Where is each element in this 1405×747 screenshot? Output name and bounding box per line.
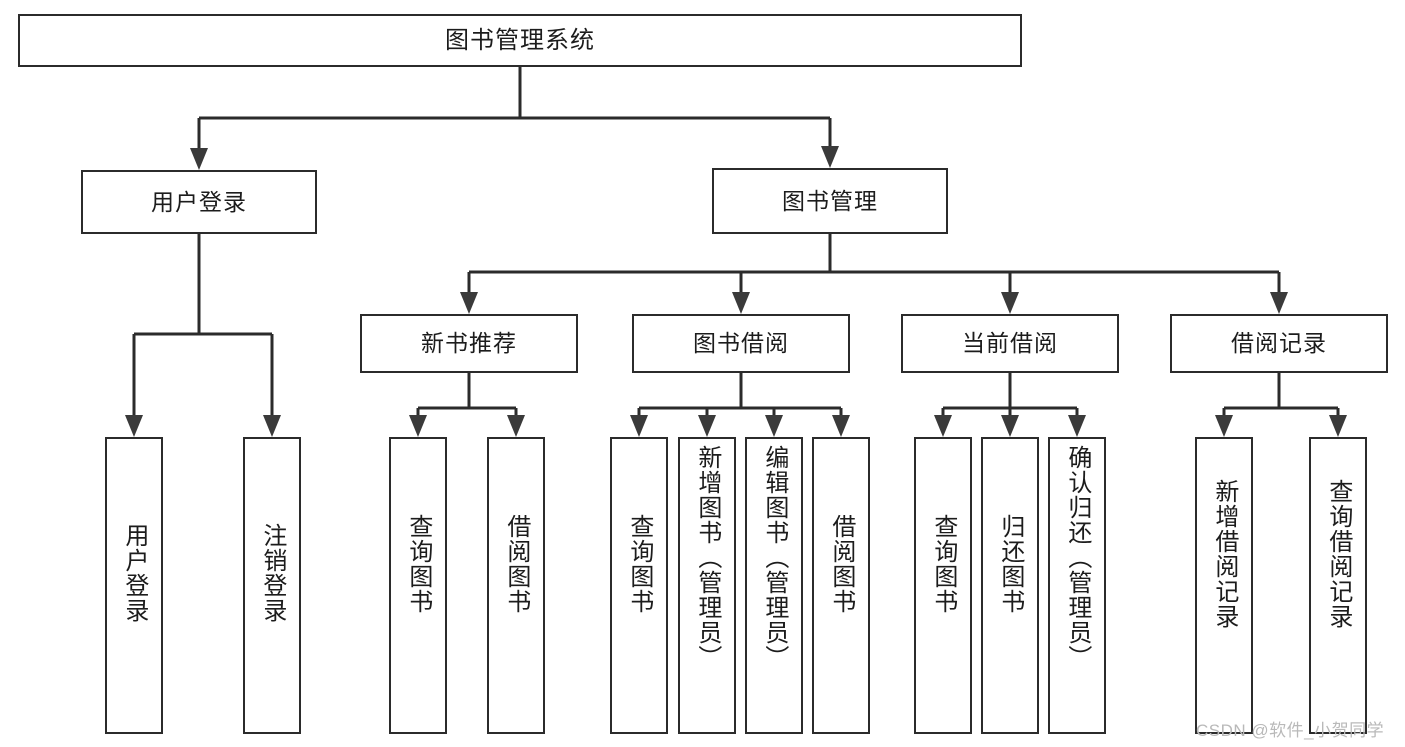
leaf-confirm-return-admin-label: 确认归还（管理员） — [1063, 445, 1091, 670]
leaf-query-book-3[interactable]: 查询图书 — [914, 437, 972, 734]
leaf-add-book-admin[interactable]: 新增图书（管理员） — [678, 437, 736, 734]
node-new-book-recommend-label: 新书推荐 — [421, 330, 517, 356]
leaf-return-book-label: 归还图书 — [996, 514, 1024, 614]
node-book-borrow-label: 图书借阅 — [693, 330, 789, 356]
leaf-logout-label: 注销登录 — [258, 523, 286, 623]
leaf-edit-book-admin[interactable]: 编辑图书（管理员） — [745, 437, 803, 734]
leaf-add-book-admin-label: 新增图书（管理员） — [693, 445, 721, 670]
node-borrow-records-label: 借阅记录 — [1231, 330, 1327, 356]
leaf-borrow-book-1[interactable]: 借阅图书 — [487, 437, 545, 734]
node-user-login[interactable]: 用户登录 — [81, 170, 317, 234]
leaf-query-book-2[interactable]: 查询图书 — [610, 437, 668, 734]
leaf-query-borrow-record-label: 查询借阅记录 — [1324, 479, 1352, 629]
node-root-label: 图书管理系统 — [445, 26, 595, 54]
leaf-return-book[interactable]: 归还图书 — [981, 437, 1039, 734]
node-root[interactable]: 图书管理系统 — [18, 14, 1022, 67]
leaf-query-book-2-label: 查询图书 — [625, 514, 653, 614]
leaf-user-login-label: 用户登录 — [120, 523, 148, 623]
leaf-borrow-book-1-label: 借阅图书 — [502, 514, 530, 614]
node-book-management-label: 图书管理 — [782, 187, 878, 214]
node-new-book-recommend[interactable]: 新书推荐 — [360, 314, 578, 373]
leaf-borrow-book-2[interactable]: 借阅图书 — [812, 437, 870, 734]
leaf-query-borrow-record[interactable]: 查询借阅记录 — [1309, 437, 1367, 734]
leaf-add-borrow-record-label: 新增借阅记录 — [1210, 479, 1238, 629]
leaf-borrow-book-2-label: 借阅图书 — [827, 514, 855, 614]
leaf-query-book-1[interactable]: 查询图书 — [389, 437, 447, 734]
node-book-borrow[interactable]: 图书借阅 — [632, 314, 850, 373]
node-book-management[interactable]: 图书管理 — [712, 168, 948, 234]
leaf-query-book-1-label: 查询图书 — [404, 514, 432, 614]
leaf-edit-book-admin-label: 编辑图书（管理员） — [760, 445, 788, 670]
node-current-borrow-label: 当前借阅 — [962, 330, 1058, 356]
leaf-query-book-3-label: 查询图书 — [929, 514, 957, 614]
node-current-borrow[interactable]: 当前借阅 — [901, 314, 1119, 373]
node-user-login-label: 用户登录 — [151, 188, 247, 215]
leaf-add-borrow-record[interactable]: 新增借阅记录 — [1195, 437, 1253, 734]
leaf-user-login[interactable]: 用户登录 — [105, 437, 163, 734]
watermark-label: CSDN @软件_小贺同学 — [1196, 721, 1385, 740]
leaf-logout[interactable]: 注销登录 — [243, 437, 301, 734]
node-borrow-records[interactable]: 借阅记录 — [1170, 314, 1388, 373]
leaf-confirm-return-admin[interactable]: 确认归还（管理员） — [1048, 437, 1106, 734]
